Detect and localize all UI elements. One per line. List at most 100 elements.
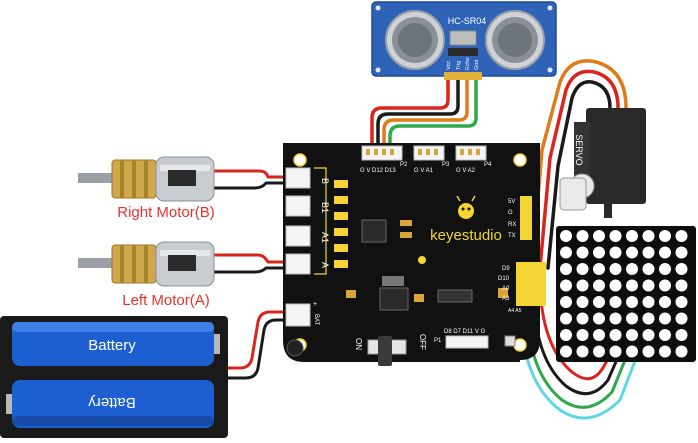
wire-battery-black bbox=[224, 318, 290, 380]
led-dot bbox=[626, 345, 638, 358]
led-dot bbox=[593, 345, 605, 358]
sensor-transducer-left bbox=[385, 10, 445, 70]
brand-text: keyestudio bbox=[430, 227, 502, 244]
wire-servo-red bbox=[538, 69, 620, 270]
led-dot bbox=[576, 279, 589, 292]
bottom-header-pins: D8 D7 D11 V G bbox=[444, 329, 486, 335]
led-dot bbox=[642, 279, 655, 292]
led-dot bbox=[576, 345, 589, 358]
wire-battery-red bbox=[224, 310, 290, 370]
wire-matrix-red bbox=[539, 298, 616, 381]
brand-logo: keyestudio bbox=[430, 195, 502, 244]
battery-cell-top: Battery bbox=[12, 322, 220, 366]
led-dot bbox=[560, 329, 572, 341]
sensor-pin-vcc: Vcc bbox=[446, 61, 452, 70]
led-dot bbox=[560, 246, 572, 259]
led-dot bbox=[609, 246, 622, 259]
led-dot bbox=[626, 246, 638, 259]
pin-label-d10: D10 bbox=[498, 276, 510, 282]
led-dot bbox=[675, 329, 688, 341]
led-dot bbox=[576, 263, 589, 275]
motor-label-a1: A1 bbox=[320, 232, 330, 243]
header-p3: G V A1 P3 bbox=[413, 145, 450, 174]
right-motor-label: Right Motor(B) bbox=[117, 204, 215, 221]
motor-label-b1: B1 bbox=[320, 202, 330, 213]
header-p4: G V A2 P4 bbox=[455, 145, 492, 174]
led-dot bbox=[642, 312, 655, 325]
led-dot bbox=[626, 263, 638, 275]
led-dot bbox=[560, 312, 572, 325]
wire-servo-black bbox=[546, 80, 612, 270]
led-dot bbox=[576, 246, 589, 259]
sensor-model-label: HC-SR04 bbox=[448, 16, 487, 26]
led-dot bbox=[609, 312, 622, 325]
bottom-header-tag: P1 bbox=[434, 338, 442, 344]
wires bbox=[212, 59, 642, 420]
wire-sensor-trig bbox=[376, 76, 460, 150]
led-dot bbox=[609, 296, 622, 308]
header-p3-pins: G V A1 bbox=[414, 168, 434, 174]
battery-pack: Battery Battery bbox=[0, 316, 228, 438]
header-p2-tag: P2 bbox=[400, 162, 408, 168]
bat-label: BAT bbox=[313, 314, 319, 326]
led-dot bbox=[659, 279, 671, 292]
jumper-blocks bbox=[334, 180, 348, 268]
sensor-pin-gnd: Gnd bbox=[474, 60, 480, 70]
led-dot bbox=[642, 246, 655, 259]
left-motor: Left Motor(A) bbox=[78, 241, 215, 309]
servo-label: SERVO bbox=[574, 134, 584, 165]
led-dot bbox=[609, 329, 622, 341]
led-dot bbox=[659, 230, 671, 242]
label-5v: 5V bbox=[508, 199, 515, 205]
left-motor-label: Left Motor(A) bbox=[122, 292, 210, 309]
led-dot bbox=[642, 345, 655, 358]
regulator bbox=[382, 276, 404, 286]
motor-terminals: B B1 A1 A bbox=[285, 167, 330, 275]
led-dot bbox=[576, 312, 589, 325]
wire-sensor-vcc bbox=[370, 76, 450, 150]
led-dot bbox=[609, 279, 622, 292]
header-p2: G V D12 D13 P2 bbox=[360, 145, 408, 174]
header-p2-pins: G V D12 D13 bbox=[360, 168, 396, 174]
led-dot bbox=[560, 279, 572, 292]
switch-on-label: ON bbox=[354, 338, 363, 350]
led-dot bbox=[675, 246, 688, 259]
led-dot bbox=[626, 312, 638, 325]
battery-terminal: + BAT bbox=[285, 301, 319, 357]
led-dot bbox=[609, 345, 622, 358]
switch-off-label: OFF bbox=[418, 334, 427, 350]
led-dot bbox=[609, 230, 622, 242]
led-dot bbox=[593, 279, 605, 292]
led-dot bbox=[659, 296, 671, 308]
led-dot bbox=[675, 345, 688, 358]
wire-motor-a-red bbox=[212, 253, 288, 264]
led-dot bbox=[659, 345, 671, 358]
power-switch[interactable]: ON OFF bbox=[354, 334, 427, 366]
main-chip bbox=[379, 287, 409, 311]
wire-servo-orange bbox=[530, 59, 628, 270]
led-dot bbox=[593, 312, 605, 325]
led-matrix bbox=[556, 226, 696, 362]
header-p3-tag: P3 bbox=[442, 162, 450, 168]
led-dot bbox=[593, 296, 605, 308]
control-board: G V D12 D13 P2 G V A1 P3 G V A2 P4 B bbox=[283, 143, 546, 366]
driver-chip bbox=[361, 219, 387, 243]
led-dot bbox=[593, 246, 605, 259]
bat-plus-label: + bbox=[313, 301, 317, 308]
battery-bottom-label: Battery bbox=[88, 394, 136, 411]
led-dot bbox=[642, 296, 655, 308]
wire-motor-b-black bbox=[212, 181, 288, 190]
header-p4-pins: G V A2 bbox=[456, 168, 476, 174]
led-dot bbox=[642, 329, 655, 341]
motor-label-a: A bbox=[320, 262, 330, 268]
led-dot bbox=[675, 279, 688, 292]
led-dot bbox=[560, 263, 572, 275]
right-motor: Right Motor(B) bbox=[78, 156, 215, 221]
ultrasonic-sensor: HC-SR04 Vcc Trig Echo Gnd bbox=[371, 1, 557, 80]
led-dot bbox=[576, 230, 589, 242]
pin-label-a0: A0 bbox=[502, 286, 510, 292]
led-dot bbox=[642, 230, 655, 242]
led-dot bbox=[626, 329, 638, 341]
